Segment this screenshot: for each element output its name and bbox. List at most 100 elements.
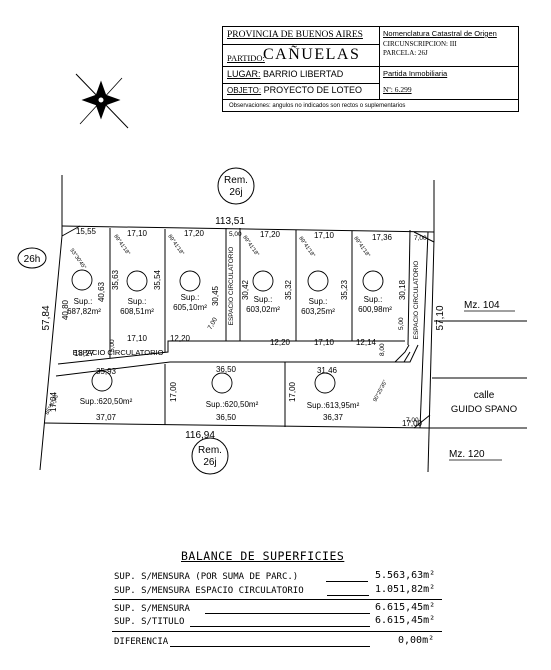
lot-7-area: Sup.:620,50m²: [80, 397, 133, 406]
lot-4: 17,20 30,42 35,32 12,20 Sup.: 603,02m² 8…: [241, 230, 293, 347]
lot-4-right: 35,32: [284, 279, 293, 300]
guido-spano-label: GUIDO SPANO: [451, 404, 517, 415]
rem-bottom-line2: 26j: [203, 457, 216, 468]
small-dim-2: 5,00: [229, 231, 242, 238]
partido-value: CAÑUELAS: [263, 46, 361, 63]
balance-row-3-value: 6.615,45m²: [375, 602, 436, 613]
rem-top-line2: 26j: [229, 187, 242, 198]
small-dim-7: 7,00: [207, 316, 220, 331]
lot-2-bottom: 17,10: [127, 334, 148, 343]
lot-6-top: 17,36: [372, 233, 393, 242]
top-dimension: 113,51: [215, 216, 245, 227]
north-arrow-icon: [75, 73, 129, 129]
block-outline: [39, 175, 527, 473]
provincia-text: PROVINCIA DE BUENOS AIRES: [227, 30, 363, 40]
small-dim-5: 8,00: [379, 343, 386, 356]
lot-2-right: 35,54: [153, 269, 162, 290]
lot-7: 35,93 17,04 Sup.:620,50m² 37,07 86°10'33…: [44, 367, 132, 422]
espacio-circulatorio-right: ESPACIO CIRCULATORIO: [413, 261, 420, 340]
lot-2-area: 608,51m²: [120, 307, 154, 316]
espacio-circulatorio-horizontal: ESPACIO CIRCULATORIO: [73, 348, 164, 357]
title-block-right: Nomenclatura Catastral de Origen CIRCUNS…: [379, 27, 518, 99]
rem-top: Rem. 26j: [217, 167, 255, 205]
parcel-26h: 26h: [17, 247, 47, 269]
lot-6-right: 30,18: [398, 279, 407, 300]
lot-4-top: 17,20: [260, 230, 281, 239]
lot-2-left: 35,63: [111, 269, 120, 290]
lot-9-angle: 90°25'35": [372, 379, 388, 403]
lot-1-sup: Sup.:: [74, 297, 93, 306]
lot-3-sup: Sup.:: [181, 293, 200, 302]
lot-1-top: 15,55: [76, 227, 97, 236]
balance-row-4-value: 6.615,45m²: [375, 615, 436, 626]
lot-9: 31,46 17,00 17,00 Sup.:613,95m² 36,37 90…: [288, 366, 423, 428]
lot-3-bottom: 12,20: [170, 334, 191, 343]
balance-row-3-label: SUP. S/MENSURA: [114, 604, 190, 614]
balance-row-5-value: 0,00m²: [398, 635, 435, 646]
lot-9-left: 17,00: [288, 381, 297, 402]
lot-1-bottom: 18,27: [74, 349, 95, 358]
lot-5-top: 17,10: [314, 231, 335, 240]
small-dim-3: 7,00: [414, 235, 427, 242]
small-dim-1: 5,00: [109, 339, 116, 352]
bottom-dimension: 116,94: [185, 430, 215, 441]
lot-2-top: 17,10: [127, 229, 148, 238]
lot-1-area: 687,82m²: [67, 307, 101, 316]
balance-row-1-value: 5.563,63m²: [375, 570, 436, 581]
lot-5-right: 35,23: [340, 279, 349, 300]
rem-bottom-line1: Rem.: [198, 445, 222, 456]
rem-top-line1: Rem.: [224, 175, 248, 186]
title-block: PROVINCIA DE BUENOS AIRES PARTIDO: CAÑUE…: [222, 26, 519, 112]
lot-9-top: 31,46: [317, 366, 338, 375]
left-dimension: 57,84: [41, 305, 52, 330]
lugar-label: LUGAR:: [227, 69, 261, 79]
lot-2-sup: Sup.:: [128, 297, 147, 306]
circunscripcion-text: CIRCUNSCRIPCION: III: [383, 40, 457, 48]
lot-8-bottom: 36,50: [216, 413, 237, 422]
lot-7-left: 17,04: [49, 391, 58, 412]
lot-markers: [71, 269, 384, 394]
lot-1-right: 40,63: [97, 281, 106, 302]
lot-5-area: 603,25m²: [301, 307, 335, 316]
lot-3-area: 605,10m²: [173, 303, 207, 312]
lot-4-bottom: 12,20: [270, 338, 291, 347]
lot-8-top: 36,50: [216, 365, 237, 374]
lot-6-area: 600,98m²: [358, 305, 392, 314]
lot-6-bottom: 12,14: [356, 338, 377, 347]
nomenclatura-title: Nomenclatura Catastral de Origen: [383, 29, 497, 38]
parcel-26h-label: 26h: [24, 254, 41, 265]
lot-8-left: 17,00: [169, 381, 178, 402]
lot-7-top: 35,93: [96, 367, 117, 376]
partido-label: PARTIDO:: [227, 53, 265, 63]
mz-120-label: Mz. 120: [449, 449, 485, 460]
lot-6-angle: 89°41'18": [352, 236, 370, 259]
lot-1-left: 40,80: [61, 299, 70, 320]
lugar-value: BARRIO LIBERTAD: [263, 69, 344, 79]
espacio-circulatorio-vertical: ESPACIO CIRCULATORIO: [228, 247, 235, 326]
lot-4-left: 30,42: [241, 279, 250, 300]
lot-5-bottom: 17,10: [314, 338, 335, 347]
objeto-label: OBJETO:: [227, 86, 262, 95]
lot-2: 17,10 35,63 35,54 17,10 Sup.: 608,51m² 8…: [111, 229, 162, 343]
lot-5-sup: Sup.:: [309, 297, 328, 306]
balance-row-2-label: SUP. S/MENSURA ESPACIO CIRCULATORIO: [114, 586, 304, 596]
lot-4-sup: Sup.:: [254, 295, 273, 304]
lot-5: 17,10 35,23 17,10 Sup.: 603,25m² 89°41'1…: [297, 231, 349, 347]
lot-1: 15,55 40,80 40,63 18,27 Sup.: 687,82m² 9…: [61, 227, 106, 358]
lot-3-right: 30,45: [211, 285, 220, 306]
balance-row-4-label: SUP. S/TITULO: [114, 617, 185, 627]
lot-1-angle: 93°30'45": [68, 248, 86, 271]
objeto-value: PROYECTO DE LOTEO: [263, 85, 362, 95]
mz-104-label: Mz. 104: [464, 300, 500, 311]
lot-3-angle: 89°41'18": [166, 234, 184, 257]
lot-6-sup: Sup.:: [364, 295, 383, 304]
balance-row-5-label: DIFERENCIA: [114, 637, 169, 647]
partida-title: Partida Inmobiliaria: [383, 69, 448, 78]
lot-4-area: 603,02m²: [246, 305, 280, 314]
small-dim-4: 7,00: [406, 417, 419, 424]
small-dim-6: 5,00: [398, 317, 405, 330]
calle-label: calle: [474, 390, 495, 401]
balance-title: BALANCE DE SUPERFICIES: [181, 549, 345, 563]
balance-row-1-label: SUP. S/MENSURA (POR SUMA DE PARC.): [114, 572, 299, 582]
partida-number: Nº: 6.299: [383, 85, 412, 94]
